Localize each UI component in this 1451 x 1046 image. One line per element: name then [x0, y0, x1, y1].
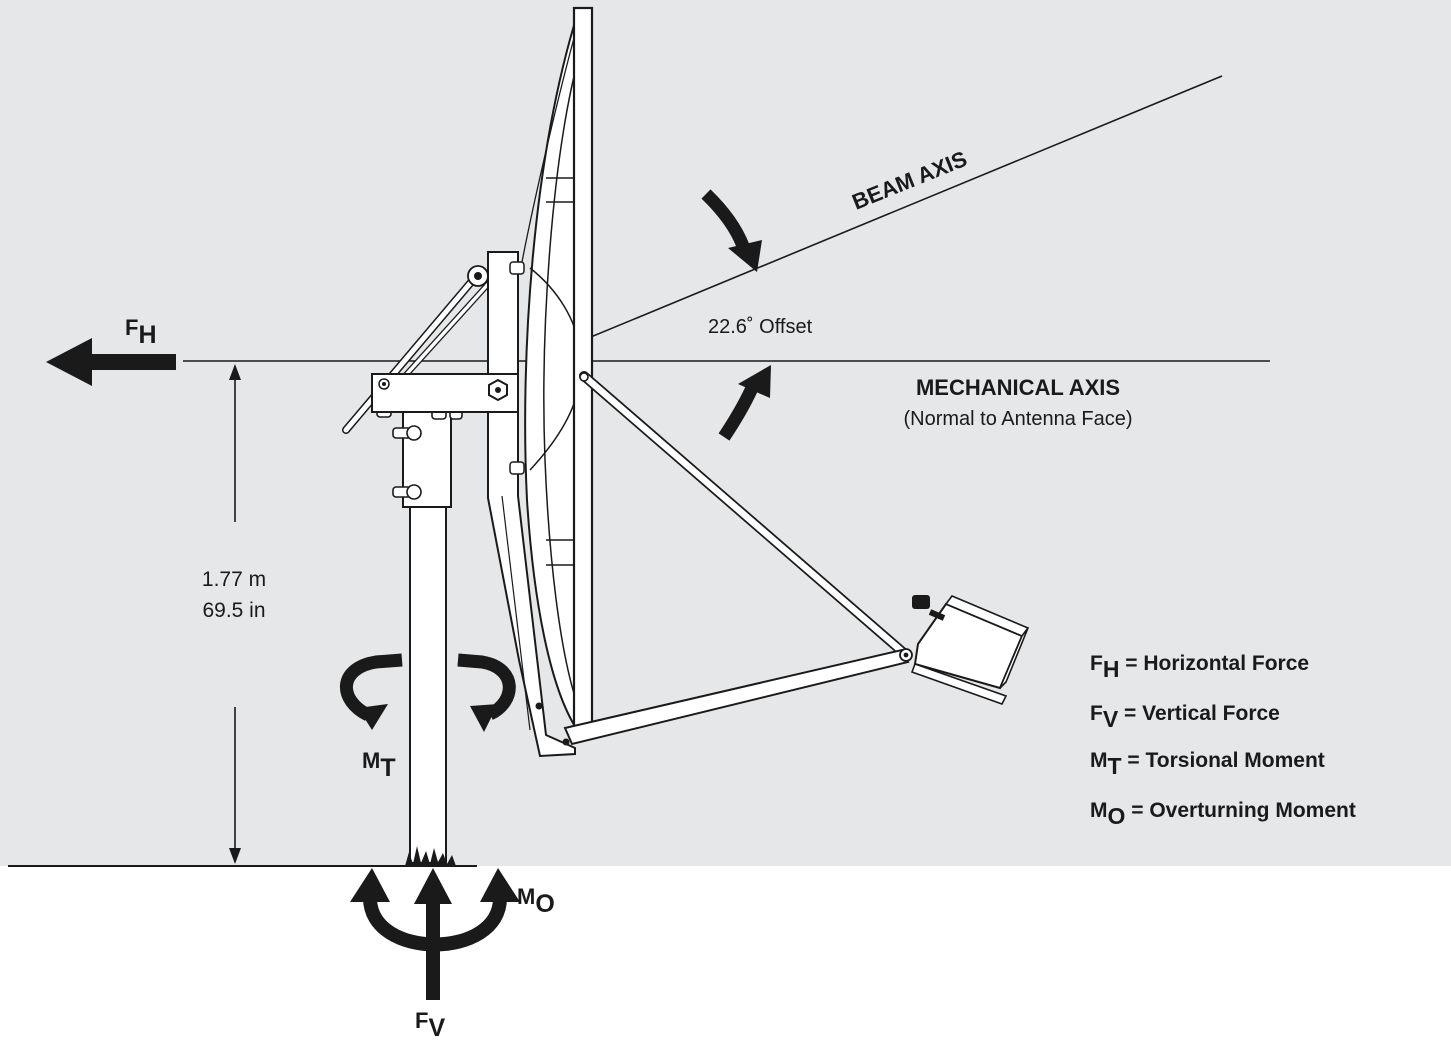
mechanical-axis-curved-arrow — [718, 365, 771, 441]
beam-axis-line — [539, 75, 1223, 359]
mechanical-axis-label: MECHANICAL AXIS — [916, 375, 1120, 400]
feed-assembly — [899, 595, 1030, 705]
mechanical-axis-note: (Normal to Antenna Face) — [904, 408, 1133, 430]
height-metric-label: 1.77 m — [202, 568, 266, 591]
mount-bracket-plate — [371, 373, 519, 413]
ground-area — [0, 866, 1451, 1046]
lower-strut — [535, 648, 910, 746]
dish-reflector — [509, 6, 594, 734]
grass-tuft — [405, 846, 456, 866]
height-imperial-label: 69.5 in — [202, 599, 265, 622]
vertical-force-arrows — [350, 868, 520, 1000]
mo-symbol: MO — [517, 884, 555, 918]
feed-support-strut — [579, 371, 910, 659]
dish-rim — [572, 6, 594, 734]
support-strut-upper — [342, 265, 493, 434]
horizontal-force-arrow — [46, 338, 176, 386]
fv-symbol: FV — [415, 1008, 445, 1042]
legend-item-fh: FH = Horizontal Force — [1090, 652, 1309, 682]
fh-symbol: FH — [125, 315, 157, 349]
mt-symbol: MT — [362, 748, 396, 782]
legend-item-fv: FV = Vertical Force — [1090, 702, 1280, 732]
offset-label: 22.6˚ Offset — [708, 316, 813, 338]
beam-axis-curved-arrow — [701, 189, 762, 272]
legend-item-mt: MT = Torsional Moment — [1090, 749, 1325, 779]
torsional-moment-arrow — [339, 653, 516, 732]
legend: FH = Horizontal Force FV = Vertical Forc… — [1090, 652, 1356, 829]
height-dimension — [229, 364, 241, 864]
legend-item-mo: MO = Overturning Moment — [1090, 799, 1356, 829]
